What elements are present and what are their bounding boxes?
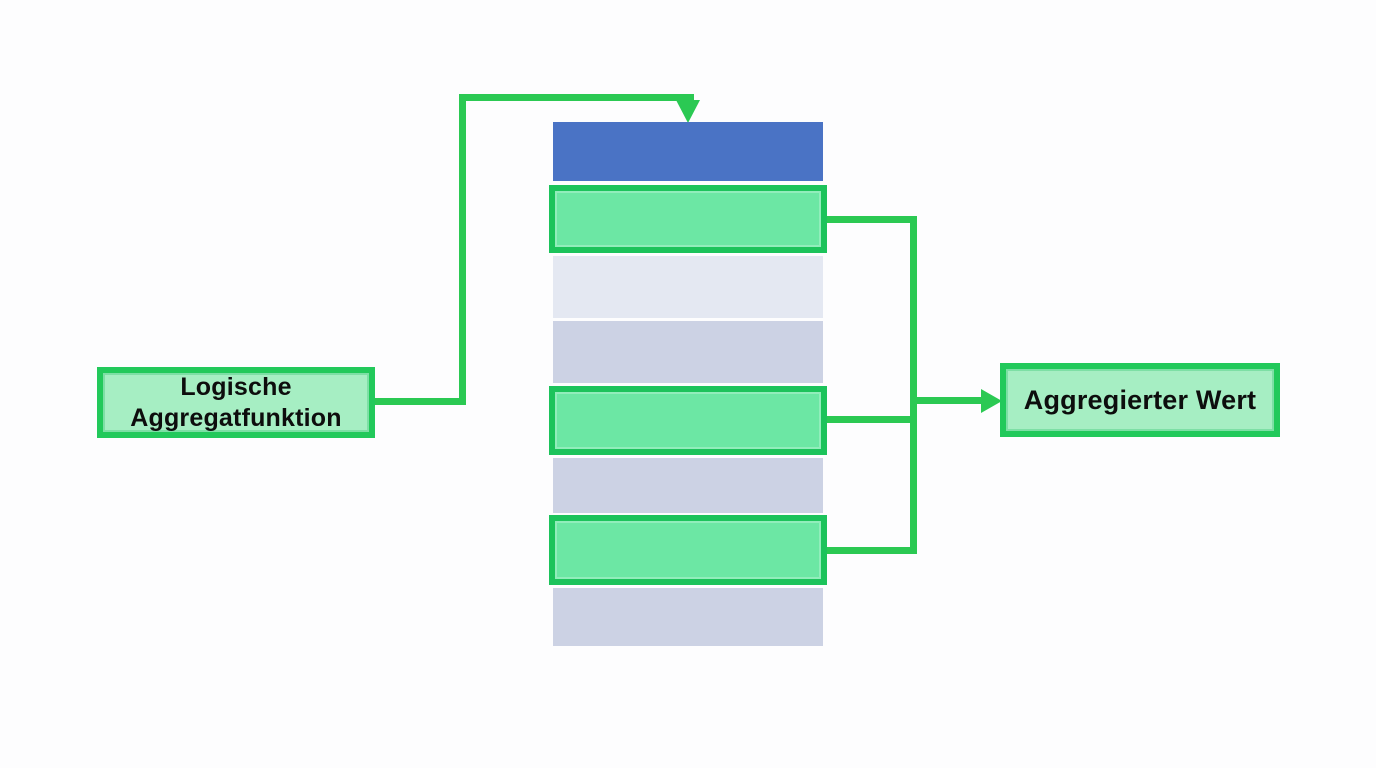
connector-row3 bbox=[823, 547, 917, 554]
arrowhead-down-icon bbox=[676, 100, 700, 123]
table-header-row bbox=[553, 122, 823, 181]
table-row-highlighted-4 bbox=[549, 386, 827, 455]
logical-aggregate-function-box: Logische Aggregatfunktion bbox=[97, 367, 375, 438]
table-row-3 bbox=[553, 321, 823, 383]
table-row-2 bbox=[553, 256, 823, 318]
connector-to-rightbox bbox=[910, 397, 985, 404]
connector-row2 bbox=[823, 416, 917, 423]
table-row-7 bbox=[553, 588, 823, 646]
connector-row1 bbox=[823, 216, 917, 223]
connector-top-horizontal bbox=[459, 94, 694, 101]
arrowhead-right-icon bbox=[981, 389, 1002, 413]
table-row-highlighted-1 bbox=[549, 185, 827, 253]
right-box-label: Aggregierter Wert bbox=[1023, 384, 1257, 415]
connector-leftbox-vertical bbox=[459, 94, 466, 405]
aggregated-value-box: Aggregierter Wert bbox=[1000, 363, 1280, 437]
connector-leftbox-horizontal bbox=[375, 398, 465, 405]
left-box-label-line1: Logische bbox=[180, 373, 292, 401]
table-row-highlighted-6 bbox=[549, 515, 827, 585]
left-box-label-line2: Aggregatfunktion bbox=[130, 403, 342, 432]
connector-collector-vertical bbox=[910, 216, 917, 554]
table-row-5 bbox=[553, 458, 823, 513]
